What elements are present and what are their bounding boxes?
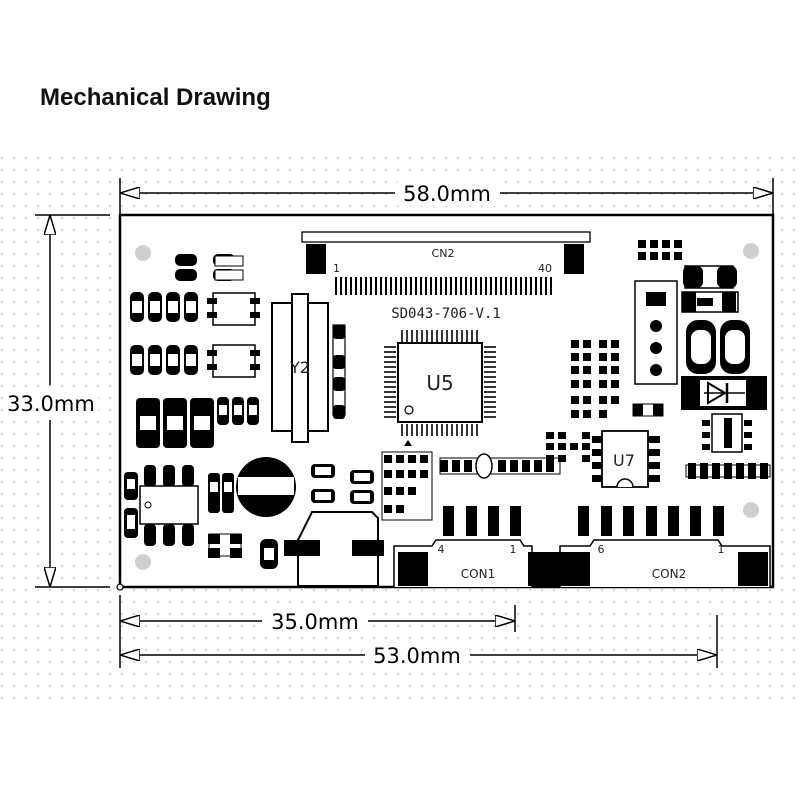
power-inductor [284, 511, 384, 587]
mounting-hole [135, 554, 151, 570]
con2-connector: 6 1 CON2 [558, 506, 771, 587]
u7-label: U7 [613, 451, 635, 470]
con2-pin-right: 1 [718, 543, 725, 556]
mounting-hole [743, 502, 759, 518]
dimension-offset-53: 53.0mm [120, 615, 718, 668]
pcb-board: CN2 1 40 SD043-706-V.1 U5 Y2 [116, 213, 775, 591]
dimension-offset-35-label: 35.0mm [271, 610, 359, 634]
u5-chip: U5 [384, 330, 496, 446]
cn2-pin-last: 40 [538, 262, 552, 275]
dimension-offset-35: 35.0mm [119, 595, 516, 668]
con1-pin-right: 1 [510, 543, 517, 556]
u7-chip: U7 [592, 430, 660, 488]
y2-label: Y2 [289, 358, 310, 377]
resistor-array-center [332, 324, 561, 521]
page-title: Mechanical Drawing [40, 84, 271, 111]
passives-bottom-left [124, 464, 374, 569]
passives-right [546, 240, 771, 479]
board-name: SD043-706-V.1 [391, 306, 501, 322]
cn2-pin-first: 1 [333, 262, 340, 275]
mounting-hole [135, 245, 151, 261]
dimension-height-label: 33.0mm [7, 392, 95, 416]
u5-label: U5 [426, 371, 453, 395]
origin-marker [116, 583, 124, 591]
con1-pin-left: 4 [438, 543, 445, 556]
dimension-width-label: 58.0mm [403, 182, 491, 206]
dimension-offset-53-label: 53.0mm [373, 644, 461, 668]
con2-label: CON2 [652, 567, 686, 581]
passives-top-left [130, 254, 260, 448]
electrolytic-capacitor [236, 457, 296, 517]
cn2-label: CN2 [432, 247, 455, 260]
con1-label: CON1 [461, 567, 495, 581]
dimension-width-58: 58.0mm [119, 178, 774, 215]
dimension-height-33: 33.0mm [4, 214, 110, 588]
con2-pin-left: 6 [598, 543, 605, 556]
mounting-hole [743, 243, 759, 259]
cn2-connector: CN2 1 40 [301, 231, 591, 295]
y2-crystal: Y2 [271, 293, 329, 443]
